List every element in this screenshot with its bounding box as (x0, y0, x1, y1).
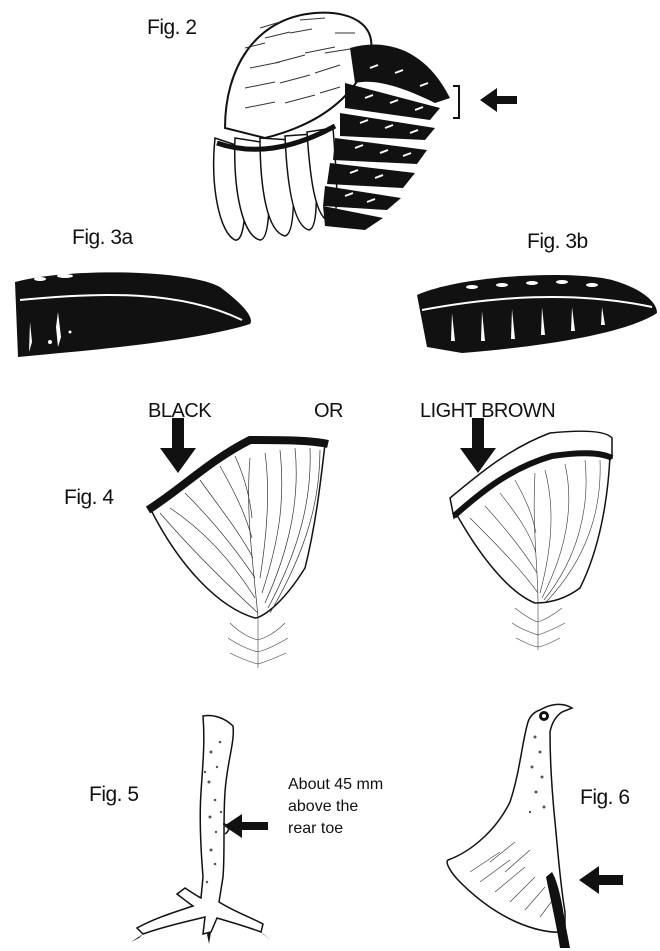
turkey-head-drawing (440, 682, 590, 948)
leg-note: About 45 mm above the rear toe (288, 774, 383, 840)
leg-note-line-1: About 45 mm (288, 774, 383, 796)
leg-note-line-3: rear toe (288, 818, 383, 840)
leg-arrow (222, 811, 272, 841)
fig2-label: Fig. 2 (147, 16, 197, 40)
feather-3a-drawing (10, 262, 260, 362)
beard-arrow (577, 862, 627, 898)
feather-3b-drawing (412, 265, 660, 365)
leg-note-line-2: above the (288, 796, 383, 818)
fig4-label: Fig. 4 (64, 486, 114, 510)
light-brown-tipped-feather-drawing (440, 418, 640, 653)
fig3b-label: Fig. 3b (527, 230, 588, 254)
wing-drawing (205, 8, 535, 248)
black-tipped-feather-drawing (140, 418, 340, 668)
leg-drawing (85, 712, 305, 946)
fig3a-label: Fig. 3a (72, 226, 133, 250)
